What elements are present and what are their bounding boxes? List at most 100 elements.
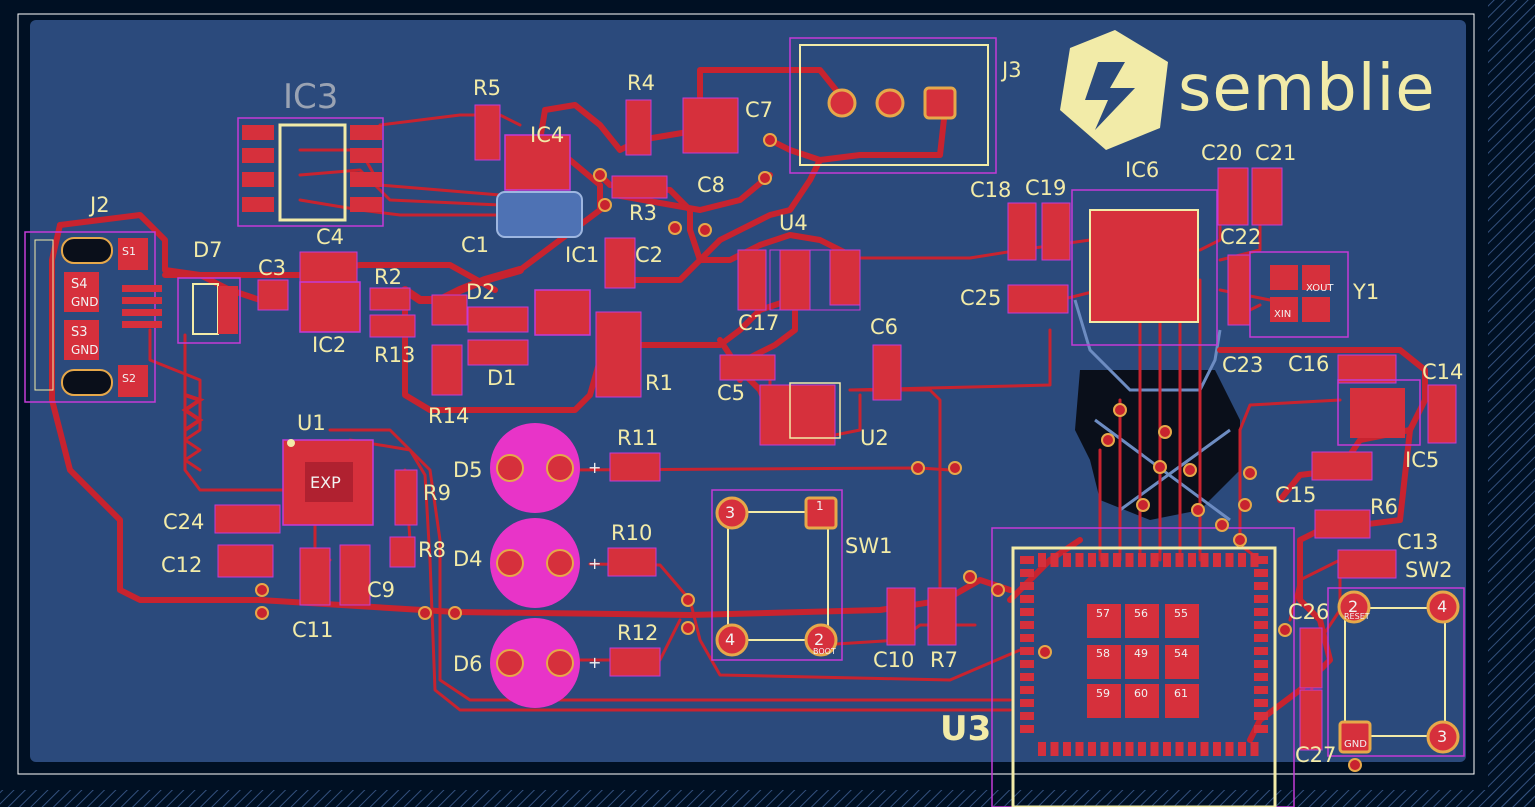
u3-pad [1125,742,1134,756]
u3-pad [1020,556,1034,564]
j2-slot-top [61,237,113,264]
u3-pad [1200,742,1209,756]
u3-pad [1063,553,1071,567]
j2-slot-bottom [61,369,113,396]
u3-pad [1050,742,1059,756]
ic1-body [534,289,591,336]
u3-pad [1254,712,1268,720]
u3-pad [1020,582,1034,590]
d6-body [490,618,580,708]
edge-hatch-right [1488,0,1535,807]
via [593,168,607,182]
j2-pad-s2[interactable] [118,365,148,397]
u3-pad [1163,553,1171,567]
u3-pad [1254,582,1268,590]
j2-pad-s4[interactable] [64,272,99,312]
via [1215,518,1229,532]
footprints [24,37,1465,807]
u3-pad [1138,742,1146,756]
y1-courtyard [1249,251,1349,338]
u3-pad [1075,553,1084,567]
via [1158,425,1172,439]
sw1-courtyard [711,489,843,661]
j2-pad-s1[interactable] [118,238,148,270]
u3-pad [1088,742,1096,756]
u3-pad [1188,742,1196,756]
u3-pad [1050,553,1059,567]
u3-pad [1038,553,1046,567]
ic6-courtyard [1071,189,1218,346]
u3-pad [1063,742,1071,756]
j2-silk [34,239,54,391]
u3-pad [1175,742,1184,756]
u3-pad [1254,569,1268,577]
u3-pad [1225,553,1234,567]
via [681,593,695,607]
u3-pad [1238,553,1246,567]
u3-pad [1238,742,1246,756]
board-edge-outline [17,13,1475,775]
via [763,133,777,147]
u3-pad [1213,553,1221,567]
u3-pad [1254,556,1268,564]
u3-pad [1254,595,1268,603]
u3-pad [1075,742,1084,756]
u3-pad [1200,553,1209,567]
d4-body [490,518,580,608]
j3-outline [799,44,989,166]
via [1113,403,1127,417]
via [418,606,432,620]
u3-pad [1038,742,1046,756]
via [698,223,712,237]
u3-pad [1020,621,1034,629]
u3-pad [1088,553,1096,567]
u3-pad [1254,725,1268,733]
sw2-courtyard [1327,587,1465,757]
u3-pad [1150,742,1159,756]
via [1348,758,1362,772]
u3-pad [1020,725,1034,733]
u3-pad [1254,660,1268,668]
via [255,606,269,620]
u3-pad [1020,647,1034,655]
u3-pad [1254,699,1268,707]
u3-pad [1100,742,1109,756]
via [948,461,962,475]
u3-pad [1254,647,1268,655]
via [963,570,977,584]
ic1-bottom-body [496,191,583,238]
via [1153,460,1167,474]
ground-pour [30,20,1466,762]
via [1038,645,1052,659]
ic4-body [504,134,571,191]
via [1278,623,1292,637]
via [1183,463,1197,477]
via [911,461,925,475]
via [598,198,612,212]
ic3-outline [278,123,347,222]
via [1233,533,1247,547]
u3-pad [1020,673,1034,681]
u3-pad [1250,553,1259,567]
u3-pad [1138,553,1146,567]
u3-pad [1254,686,1268,694]
semblie-logo-icon [1060,30,1168,150]
via [668,221,682,235]
u3-pad [1163,742,1171,756]
u3-pad [1188,553,1196,567]
j2-pad-s3[interactable] [64,320,99,360]
via [1243,466,1257,480]
u3-pad [1254,634,1268,642]
u3-courtyard [991,527,1295,807]
u1-exp-pad [305,462,353,502]
via [991,583,1005,597]
u3-pad [1225,742,1234,756]
u3-pad [1020,660,1034,668]
u3-pad [1020,712,1034,720]
u3-pad [1020,686,1034,694]
via [255,583,269,597]
u3-pad [1254,673,1268,681]
u3-pad [1250,742,1259,756]
j2-courtyard [24,231,156,403]
